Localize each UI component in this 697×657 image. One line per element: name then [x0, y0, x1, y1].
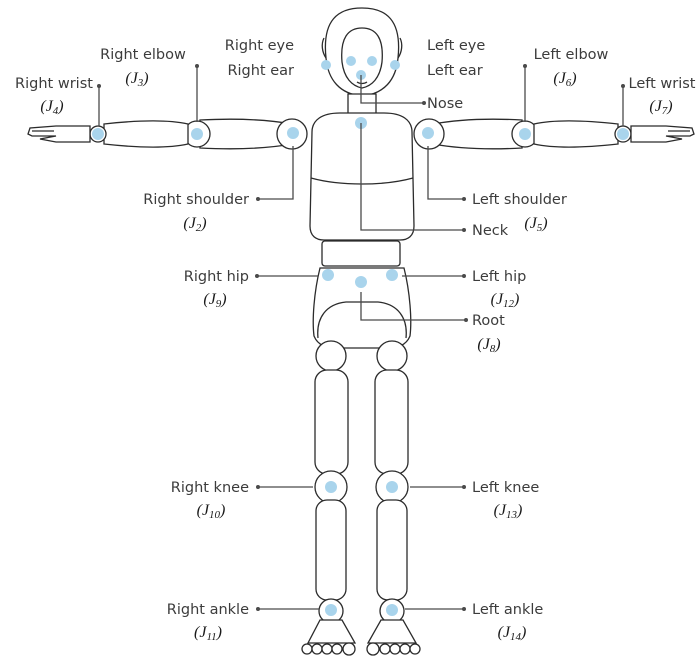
- joint-right-elbow: [191, 128, 203, 140]
- joint-left-eye: [367, 56, 377, 66]
- label-left-ear: Left ear: [427, 63, 483, 79]
- joint-right-ear: [321, 60, 331, 70]
- label-neck: Neck: [472, 223, 509, 239]
- jid-right-ankle: (J11): [194, 624, 222, 643]
- label-left-hip: Left hip: [472, 269, 526, 285]
- right-arm: [28, 119, 307, 149]
- joint-left-knee: [386, 481, 398, 493]
- label-right-knee: Right knee: [171, 480, 249, 496]
- mannequin-figure: [28, 8, 694, 655]
- label-left-eye: Left eye: [427, 38, 485, 54]
- label-right-elbow: Right elbow: [100, 47, 186, 63]
- head: [322, 8, 401, 96]
- joint-left-shoulder: [422, 127, 434, 139]
- left-arm: [414, 119, 694, 149]
- label-right-ankle: Right ankle: [167, 602, 249, 618]
- label-nose: Nose: [427, 96, 463, 112]
- jid-left-knee: (J13): [494, 502, 523, 521]
- jid-left-hip: (J12): [491, 291, 520, 310]
- jid-right-wrist: (J4): [40, 98, 63, 117]
- joint-left-ankle: [386, 604, 398, 616]
- label-root: Root: [472, 313, 505, 329]
- label-left-knee: Left knee: [472, 480, 539, 496]
- jid-left-ankle: (J14): [498, 624, 527, 643]
- label-right-eye: Right eye: [225, 38, 294, 54]
- joint-root: [355, 276, 367, 288]
- label-right-shoulder: Right shoulder: [143, 192, 249, 208]
- jid-root: (J8): [477, 336, 500, 355]
- joint-right-shoulder: [287, 127, 299, 139]
- joint-right-knee: [325, 481, 337, 493]
- joint-right-hip: [322, 269, 334, 281]
- label-right-wrist: Right wrist: [15, 76, 93, 92]
- label-left-wrist: Left wrist: [629, 76, 696, 92]
- label-left-ankle: Left ankle: [472, 602, 543, 618]
- jid-right-shoulder: (J2): [183, 215, 206, 234]
- jid-right-knee: (J10): [197, 502, 226, 521]
- joint-right-wrist: [92, 128, 104, 140]
- jid-left-wrist: (J7): [649, 98, 672, 117]
- label-left-shoulder: Left shoulder: [472, 192, 567, 208]
- joint-left-wrist: [617, 128, 629, 140]
- label-right-ear: Right ear: [227, 63, 294, 79]
- joint-left-ear: [390, 60, 400, 70]
- jid-right-hip: (J9): [203, 291, 226, 310]
- joint-right-ankle: [325, 604, 337, 616]
- torso: [310, 113, 414, 266]
- jid-left-elbow: (J6): [553, 70, 576, 89]
- joint-left-hip: [386, 269, 398, 281]
- label-left-elbow: Left elbow: [534, 47, 609, 63]
- label-right-hip: Right hip: [184, 269, 249, 285]
- leader-left-shoulder: [428, 146, 464, 199]
- joint-right-eye: [346, 56, 356, 66]
- leader-right-shoulder: [258, 146, 293, 199]
- joint-left-elbow: [519, 128, 531, 140]
- jid-right-elbow: (J3): [125, 70, 148, 89]
- jid-left-shoulder: (J5): [524, 215, 547, 234]
